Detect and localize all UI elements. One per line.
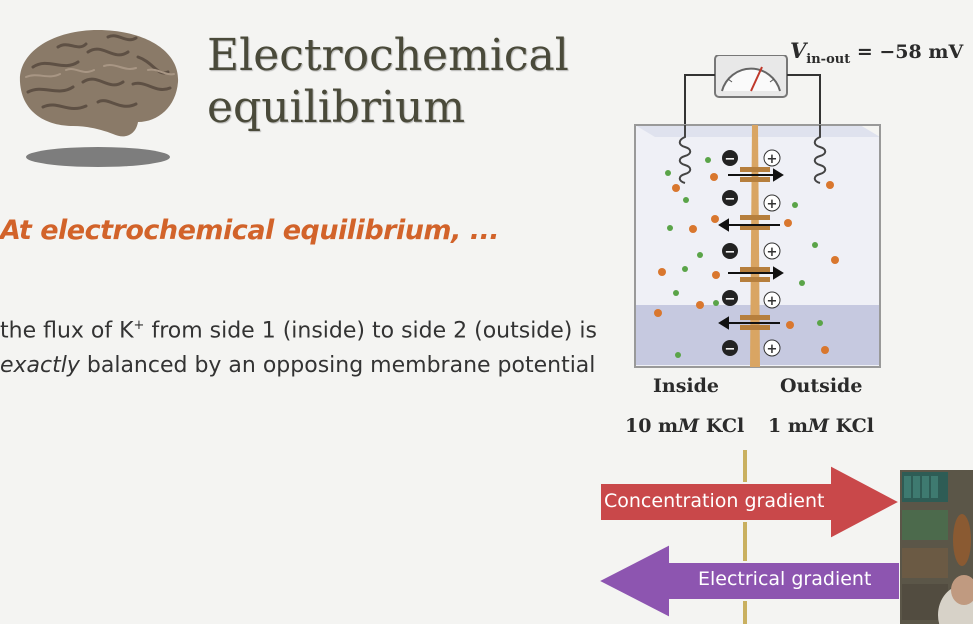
outside-conc-unit: M <box>807 415 829 437</box>
svg-text:+: + <box>767 152 778 167</box>
webcam-overlay <box>900 470 973 624</box>
body-prefix: the flux of K <box>0 318 134 344</box>
concentration-gradient-label: Concentration gradient <box>604 490 825 512</box>
outside-conc-prefix: 1 m <box>768 415 808 437</box>
voltage-value: = −58 mV <box>850 41 964 63</box>
outside-conc-suffix: KCl <box>829 415 874 437</box>
voltage-subscript: in-out <box>806 51 851 67</box>
membrane-diagram: − − − − − + + + + + <box>634 55 881 368</box>
outside-label: Outside <box>780 375 863 397</box>
chloride-ions <box>665 157 823 358</box>
outside-concentration: 1 mM KCl <box>768 415 874 437</box>
body-mid-2: balanced by an opposing membrane potenti… <box>79 353 596 379</box>
potassium-ions <box>654 173 839 354</box>
title-line-1: Electrochemical <box>207 30 569 81</box>
gradient-arrows <box>595 450 900 624</box>
electrical-gradient-arrow <box>595 542 900 620</box>
voltmeter-icon <box>714 55 788 98</box>
svg-text:+: + <box>767 342 778 357</box>
inside-concentration: 10 mM KCl <box>625 415 744 437</box>
inside-label: Inside <box>653 375 719 397</box>
flux-arrow-icon <box>718 168 784 330</box>
svg-text:−: − <box>725 245 736 260</box>
voltage-symbol: V <box>790 38 807 63</box>
svg-text:−: − <box>725 292 736 307</box>
body-text: the flux of K+ from side 1 (inside) to s… <box>0 308 600 383</box>
svg-text:−: − <box>725 192 736 207</box>
svg-text:+: + <box>767 197 778 212</box>
webcam-feed <box>900 470 973 624</box>
title-line-2: equilibrium <box>207 82 466 133</box>
negative-charge-icon: − − − − − <box>722 150 738 357</box>
voltage-label: Vin-out = −58 mV <box>790 38 963 67</box>
svg-text:−: − <box>725 342 736 357</box>
membrane <box>750 125 760 367</box>
electrical-gradient-label: Electrical gradient <box>698 568 872 590</box>
inside-conc-unit: M <box>678 415 700 437</box>
body-mid-1: from side 1 (inside) to side 2 (outside)… <box>144 318 597 344</box>
slide-subtitle: At electrochemical equilibrium, ... <box>0 215 500 246</box>
body-superscript: + <box>133 318 145 333</box>
inside-conc-suffix: KCl <box>699 415 745 437</box>
brain-image <box>19 30 179 167</box>
svg-text:−: − <box>725 152 736 167</box>
concentration-gradient-arrow <box>599 463 900 541</box>
positive-charge-icon: + + + + + <box>763 149 781 357</box>
electrode-coil-icon <box>678 125 827 184</box>
slide-title: Electrochemical equilibrium <box>207 30 569 134</box>
svg-text:+: + <box>767 294 778 309</box>
body-emphasis: exactly <box>0 353 80 379</box>
svg-text:+: + <box>767 245 778 260</box>
inside-conc-prefix: 10 m <box>625 415 679 437</box>
